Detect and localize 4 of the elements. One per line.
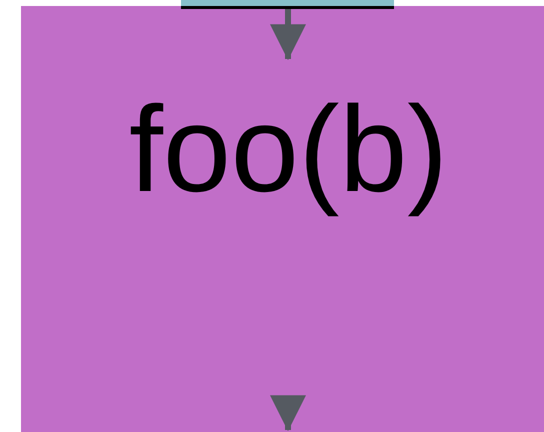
node-label: foo(b) <box>128 82 449 216</box>
arrow <box>270 395 306 432</box>
process-box <box>21 6 544 432</box>
arrow <box>270 9 306 60</box>
